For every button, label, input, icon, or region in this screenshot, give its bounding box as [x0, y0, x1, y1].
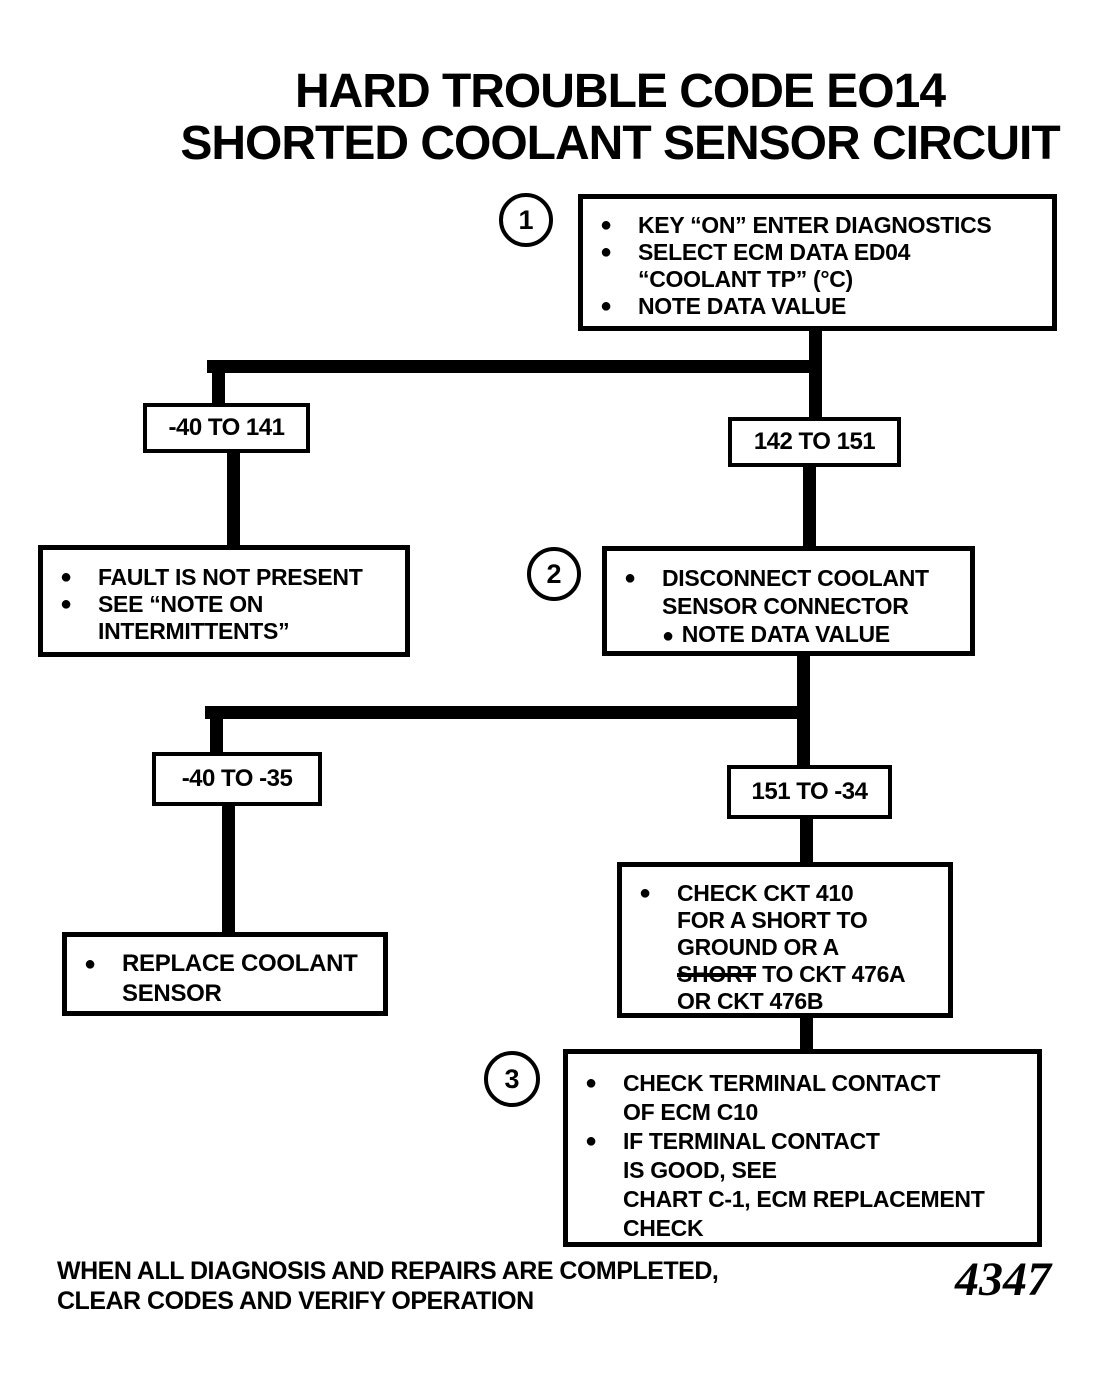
list-item: ● NOTE DATA VALUE: [583, 293, 1052, 320]
connector-range2-left-down: [222, 803, 235, 934]
connector-branch2-horizontal: [205, 706, 810, 719]
bullet-icon: ●: [639, 882, 651, 904]
step3-item2-line4: CHECK: [623, 1215, 704, 1241]
step3-item2-line2: IS GOOD, SEE: [623, 1157, 777, 1183]
step2-item2: ● NOTE DATA VALUE: [662, 620, 970, 650]
connector-range2-right-down: [800, 816, 813, 864]
page-title-line1: HARD TROUBLE CODE EO14: [294, 65, 946, 118]
list-item: ● IF TERMINAL CONTACT: [568, 1127, 1037, 1156]
list-item: SENSOR: [67, 979, 383, 1009]
check-ckt-line4-struck-word: SHORT: [677, 961, 757, 987]
bullet-icon: ●: [60, 593, 72, 615]
fault-item2-line1: SEE “NOTE ON: [98, 591, 264, 617]
list-item: ● SEE “NOTE ON: [43, 591, 405, 618]
list-item: ● CHECK TERMINAL CONTACT: [568, 1069, 1037, 1098]
step1-box: ● KEY “ON” ENTER DIAGNOSTICS ● SELECT EC…: [578, 194, 1057, 331]
figure-number: 4347: [955, 1253, 1051, 1306]
range-label: -40 TO -35: [181, 765, 293, 792]
bullet-icon: ●: [585, 1130, 597, 1152]
footer-note: WHEN ALL DIAGNOSIS AND REPAIRS ARE COMPL…: [57, 1256, 877, 1316]
range-box-neg40-to-neg35: -40 TO -35: [152, 752, 322, 806]
list-item: CHECK: [568, 1214, 1037, 1243]
step1-item3: NOTE DATA VALUE: [638, 293, 847, 319]
bullet-icon: ●: [600, 295, 612, 317]
fault-not-present-box: ● FAULT IS NOT PRESENT ● SEE “NOTE ON IN…: [38, 545, 410, 657]
list-item: ● NOTE DATA VALUE: [607, 620, 970, 650]
replace-item1-line1: REPLACE COOLANT: [122, 950, 358, 977]
step1-item2-line1: SELECT ECM DATA ED04: [638, 239, 911, 265]
step1-item1: KEY “ON” ENTER DIAGNOSTICS: [638, 212, 992, 238]
list-item: OF ECM C10: [568, 1098, 1037, 1127]
page-title: HARD TROUBLE CODE EO14 SHORTED COOLANT S…: [120, 66, 1110, 170]
bullet-icon: ●: [624, 567, 636, 589]
list-item: ● KEY “ON” ENTER DIAGNOSTICS: [583, 212, 1052, 239]
list-item: ● REPLACE COOLANT: [67, 949, 383, 979]
list-item: ● CHECK CKT 410: [622, 880, 948, 907]
bullet-icon: ●: [84, 953, 96, 975]
check-ckt-line3: GROUND OR A: [677, 934, 839, 960]
check-ckt-box: ● CHECK CKT 410 FOR A SHORT TO GROUND OR…: [617, 862, 953, 1018]
page-title-line2: SHORTED COOLANT SENSOR CIRCUIT: [180, 117, 1060, 170]
step3-number: 3: [504, 1063, 520, 1094]
range-label: -40 TO 141: [168, 414, 285, 441]
bullet-icon: ●: [600, 241, 612, 263]
list-item: FOR A SHORT TO: [622, 907, 948, 934]
step2-item2-text: NOTE DATA VALUE: [681, 621, 890, 647]
bullet-icon: ●: [662, 625, 674, 647]
bullet-icon: ●: [585, 1072, 597, 1094]
check-ckt-line5: OR CKT 476B: [677, 988, 824, 1014]
range-label: 142 TO 151: [753, 428, 876, 455]
step2-item1-line2: SENSOR CONNECTOR: [662, 593, 909, 619]
list-item: OR CKT 476B: [622, 988, 948, 1015]
replace-sensor-box: ● REPLACE COOLANT SENSOR: [62, 932, 388, 1016]
list-item: ● SELECT ECM DATA ED04: [583, 239, 1052, 266]
footer-note-line2: CLEAR CODES AND VERIFY OPERATION: [57, 1287, 534, 1315]
step2-box: ● DISCONNECT COOLANT SENSOR CONNECTOR ● N…: [602, 546, 975, 656]
check-ckt-line1: CHECK CKT 410: [677, 880, 854, 906]
range-box-neg40-to-141: -40 TO 141: [143, 403, 310, 453]
step2-number-badge: 2: [527, 547, 581, 601]
step3-item2-line3: CHART C-1, ECM REPLACEMENT: [623, 1186, 985, 1212]
fault-item2-line2: INTERMITTENTS”: [98, 618, 290, 644]
step3-number-badge: 3: [484, 1051, 540, 1107]
bullet-icon: ●: [600, 214, 612, 236]
list-item: SHORT TO CKT 476A: [622, 961, 948, 988]
footer-note-line1: WHEN ALL DIAGNOSIS AND REPAIRS ARE COMPL…: [57, 1257, 719, 1285]
bullet-icon: ●: [60, 566, 72, 588]
step2-number: 2: [546, 558, 562, 589]
check-ckt-line2: FOR A SHORT TO: [677, 907, 868, 933]
fault-item1: FAULT IS NOT PRESENT: [98, 564, 363, 590]
list-item: IS GOOD, SEE: [568, 1156, 1037, 1185]
step2-item1-line1: DISCONNECT COOLANT: [662, 565, 929, 591]
step1-number: 1: [518, 204, 534, 235]
connector-branch1-horizontal: [207, 360, 822, 373]
replace-item1-line2: SENSOR: [122, 980, 222, 1007]
connector-branch2-left-drop: [210, 706, 223, 754]
range-box-142-to-151: 142 TO 151: [728, 417, 901, 467]
range-label: 151 TO -34: [751, 778, 868, 805]
connector-range1-right-down: [803, 463, 816, 549]
range-box-151-to-neg34: 151 TO -34: [727, 765, 892, 819]
list-item: “COOLANT TP” (°C): [583, 266, 1052, 293]
step3-item1-line2: OF ECM C10: [623, 1099, 759, 1125]
list-item: ● FAULT IS NOT PRESENT: [43, 564, 405, 591]
step1-number-badge: 1: [499, 193, 553, 247]
connector-branch1-left-drop: [212, 360, 225, 406]
connector-step1-down: [809, 328, 822, 419]
connector-range1-left-down: [227, 450, 240, 547]
step3-box: ● CHECK TERMINAL CONTACT OF ECM C10 ● IF…: [563, 1049, 1042, 1247]
list-item: INTERMITTENTS”: [43, 618, 405, 645]
list-item: ● DISCONNECT COOLANT: [607, 564, 970, 592]
step1-item2-line2: “COOLANT TP” (°C): [638, 266, 853, 292]
check-ckt-line4: SHORT TO CKT 476A: [677, 961, 948, 988]
list-item: GROUND OR A: [622, 934, 948, 961]
connector-check-to-step3: [800, 1014, 813, 1051]
step3-item1-line1: CHECK TERMINAL CONTACT: [623, 1070, 941, 1096]
list-item: SENSOR CONNECTOR: [607, 592, 970, 620]
list-item: CHART C-1, ECM REPLACEMENT: [568, 1185, 1037, 1214]
check-ckt-line4-rest: TO CKT 476A: [762, 961, 906, 987]
step3-item2-line1: IF TERMINAL CONTACT: [623, 1128, 880, 1154]
